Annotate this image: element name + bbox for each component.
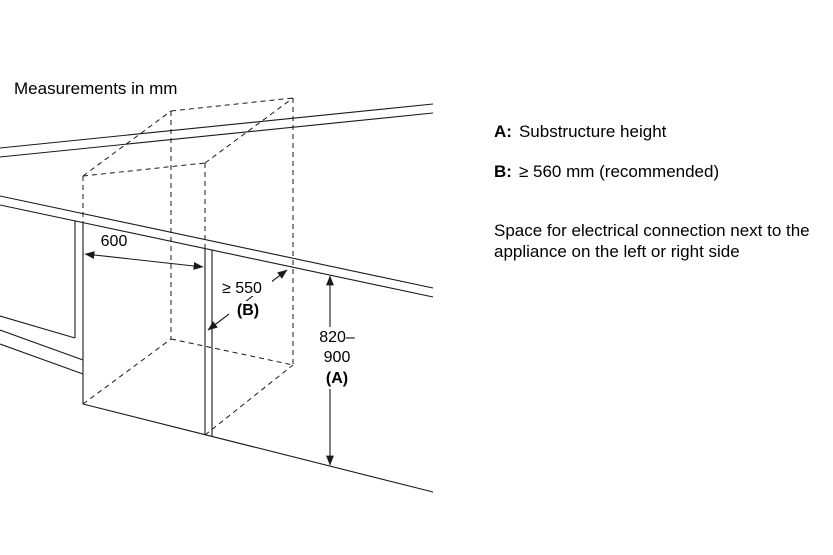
dim-depth-value: ≥ 550: [222, 280, 262, 297]
worktop-front-edge-top: [0, 195, 434, 289]
legend-b-value: ≥ 560 mm (recommended): [518, 162, 720, 181]
label-mask: [229, 301, 267, 318]
niche-bottom-back-edge: [170, 338, 294, 366]
floor: [82, 403, 434, 493]
niche-bottom-right-edge: [204, 364, 294, 436]
legend-b-key: B:: [494, 162, 512, 181]
dim-width-label: 600: [101, 233, 128, 250]
legend-a-key: A:: [494, 122, 512, 141]
legend: A: Substructure height B: ≥ 560 mm (recomm…: [494, 122, 719, 202]
label-mask: [308, 327, 366, 389]
niche-top-front-edge: [82, 162, 206, 177]
label-mask: [214, 279, 272, 296]
dim-width-arrow: [84, 251, 204, 270]
niche-dashed-box: [82, 97, 294, 436]
niche-top-back-edge: [170, 97, 294, 112]
dim-depth-key: (B): [237, 302, 259, 319]
niche-bottom-left-edge: [82, 338, 172, 405]
cabinet-bottom-edge: [0, 315, 76, 339]
worktop-front-edge-bottom: [0, 204, 434, 298]
worktop-back-edge-top: [0, 103, 434, 149]
niche-top-left-edge: [82, 110, 172, 177]
cabinet-left: [0, 221, 84, 404]
niche-top-right-edge: [204, 97, 294, 164]
niche-right-wall: [204, 249, 213, 436]
plinth-line-2: [0, 343, 84, 375]
legend-a: A: Substructure height: [494, 122, 719, 142]
electrical-connection-note: Space for electrical connection next to …: [494, 221, 810, 261]
dim-depth: ≥ 550 (B): [207, 269, 288, 331]
floor-front-edge: [82, 403, 434, 493]
worktop-back-edge-bottom: [0, 112, 434, 158]
page-title: Measurements in mm: [14, 79, 178, 98]
legend-a-value: Substructure height: [518, 122, 667, 141]
worktop: [0, 103, 434, 298]
dim-width: 600: [84, 233, 204, 270]
dim-height-key: (A): [326, 370, 348, 387]
dim-height-value-1: 820–: [319, 329, 355, 346]
dim-depth-arrow: [207, 269, 288, 331]
dim-height-value-2: 900: [324, 349, 351, 366]
legend-b: B: ≥ 560 mm (recommended): [494, 162, 719, 182]
dim-height: 820– 900 (A): [308, 275, 366, 466]
plinth-line-1: [0, 329, 84, 361]
